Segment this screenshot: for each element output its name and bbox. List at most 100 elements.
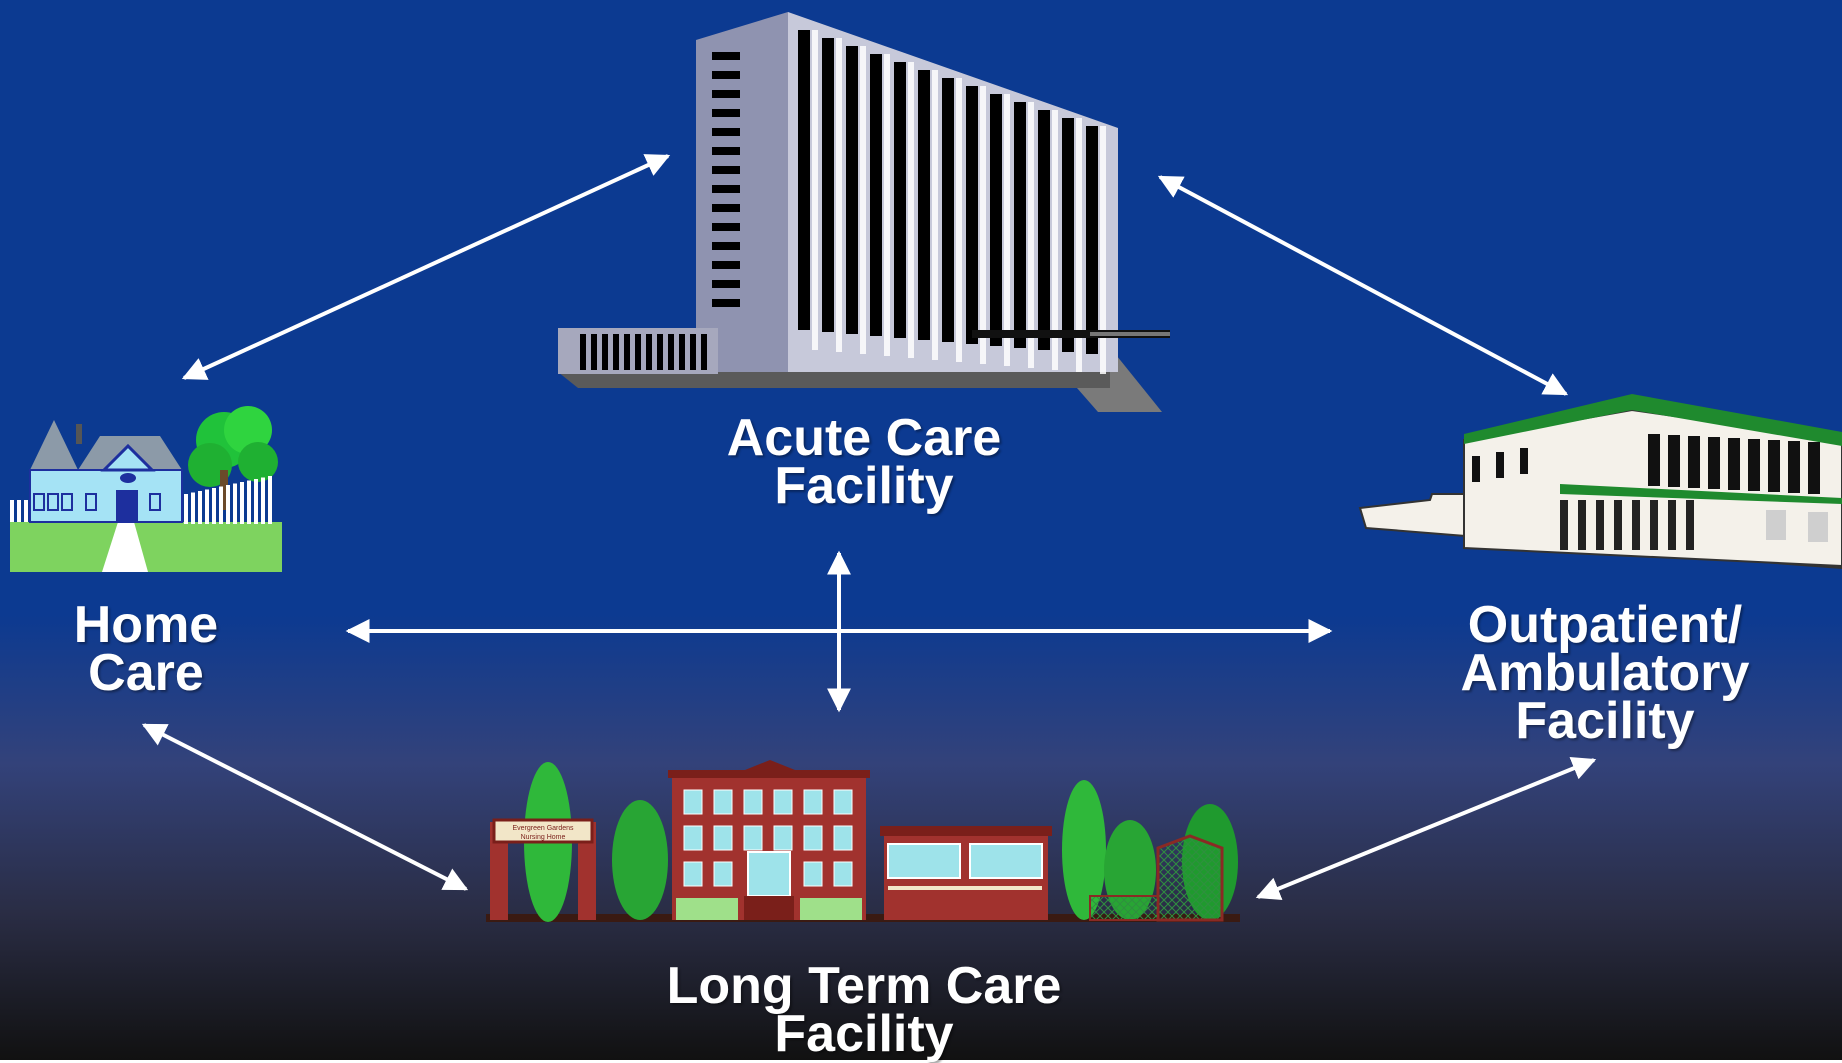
clinic-storefront-pane	[1668, 500, 1676, 550]
fence-picket	[219, 486, 223, 524]
hospital-window-strip	[822, 38, 834, 332]
fence-picket	[24, 500, 28, 522]
ltc-window	[683, 825, 703, 851]
connector-arrows	[141, 154, 1597, 900]
hospital-window-strip	[798, 30, 810, 330]
hospital-side-ledge	[712, 280, 740, 288]
hospital-pillar	[1100, 126, 1106, 374]
clinic-upper-window	[1648, 434, 1660, 486]
hospital-window-strip	[990, 94, 1002, 346]
hospital-wing-window	[668, 334, 674, 370]
hospital-wing-window	[690, 334, 696, 370]
clinic-building-icon	[1358, 394, 1842, 570]
clinic-storefront-pane	[1686, 500, 1694, 550]
acute-care-label-line2: Facility	[774, 457, 954, 515]
fence-picket	[247, 480, 251, 524]
hospital-side-ledge	[712, 223, 740, 231]
clinic-upper-window	[1788, 441, 1800, 493]
outpatient-label-line3: Facility	[1515, 692, 1695, 750]
fence-picket	[10, 500, 14, 522]
house-icon	[10, 406, 282, 572]
clinic-upper-window	[1728, 438, 1740, 490]
fence-picket	[212, 488, 216, 524]
ltc-window	[803, 825, 823, 851]
hospital-window-strip	[1062, 118, 1074, 352]
hospital-wing-window	[679, 334, 685, 370]
hospital-wing-window	[657, 334, 663, 370]
clinic-upper-window	[1808, 442, 1820, 494]
clinic-upper-window	[1768, 440, 1780, 492]
clinic-upper-window	[1668, 435, 1680, 487]
clinic-side-window	[1808, 512, 1828, 542]
hospital-wing-window	[602, 334, 608, 370]
clinic-storefront-pane	[1560, 500, 1568, 550]
fence-picket	[233, 483, 237, 524]
home-care-label: Home Care	[36, 596, 256, 702]
hospital-side-ledge	[712, 90, 740, 98]
acute-care-label-line1: Acute Care	[726, 409, 1002, 467]
hospital-window-strip	[894, 62, 906, 338]
fence-picket	[261, 477, 265, 524]
hospital-window-strip	[870, 54, 882, 336]
hospital-side-ledge	[712, 109, 740, 117]
hospital-side-ledge	[712, 185, 740, 193]
hospital-wing-window	[624, 334, 630, 370]
hospital-side-ledge	[712, 52, 740, 60]
outpatient-label-line2: Ambulatory	[1460, 644, 1750, 702]
hospital-pillar	[908, 62, 914, 358]
ltc-window	[773, 825, 793, 851]
hospital-window-strip	[1086, 126, 1098, 354]
ltc-window	[833, 789, 853, 815]
ltc-window	[683, 789, 703, 815]
fence-picket	[268, 476, 272, 524]
ltc-window	[743, 825, 763, 851]
hospital-side-ledge	[712, 147, 740, 155]
home-care-label-line2: Care	[88, 644, 204, 702]
fence-picket	[198, 491, 202, 524]
ltc-window	[773, 789, 793, 815]
outpatient-label: Outpatient/ Ambulatory Facility	[1440, 596, 1770, 750]
long-term-care-label-line1: Long Term Care	[666, 957, 1062, 1015]
hospital-side-ledge	[712, 299, 740, 307]
hospital-pillar	[812, 30, 818, 350]
long-term-care-label-line2: Facility	[774, 1005, 954, 1063]
hospital-wing-window	[613, 334, 619, 370]
acute-care-label: Acute Care Facility	[664, 409, 1064, 515]
arrow-home-longterm	[141, 723, 469, 891]
hospital-building-icon	[558, 12, 1170, 412]
hospital-pillar	[932, 70, 938, 360]
ltc-window	[713, 861, 733, 887]
hospital-pillar	[980, 86, 986, 364]
outpatient-label-line1: Outpatient/	[1467, 596, 1743, 654]
fence-picket	[191, 492, 195, 524]
home-care-label-line1: Home	[73, 596, 219, 654]
hospital-pillar	[1004, 94, 1010, 366]
nursing-home-sign-line2: Nursing Home	[521, 834, 566, 841]
hospital-pillar	[956, 78, 962, 362]
clinic-storefront-pane	[1596, 500, 1604, 550]
fence-picket	[240, 482, 244, 524]
ltc-window	[713, 825, 733, 851]
hospital-window-strip	[846, 46, 858, 334]
hospital-window-strip	[918, 70, 930, 340]
hospital-wing-window	[635, 334, 641, 370]
hospital-pillar	[884, 54, 890, 356]
hospital-window-strip	[1038, 110, 1050, 350]
hospital-pillar	[1028, 102, 1034, 368]
hospital-wing-window	[591, 334, 597, 370]
hospital-wing-window	[701, 334, 707, 370]
hospital-pillar	[1076, 118, 1082, 372]
ltc-window	[743, 789, 763, 815]
fence-picket	[17, 500, 21, 522]
long-term-care-label: Long Term Care Facility	[614, 957, 1114, 1063]
arrow-outpatient-longterm	[1255, 757, 1597, 900]
clinic-storefront-pane	[1614, 500, 1622, 550]
ltc-window	[683, 861, 703, 887]
hospital-pillar	[860, 46, 866, 354]
clinic-storefront-pane	[1632, 500, 1640, 550]
arrow-acute-outpatient	[1157, 175, 1569, 396]
ltc-window	[803, 861, 823, 887]
fence-picket	[184, 494, 188, 524]
